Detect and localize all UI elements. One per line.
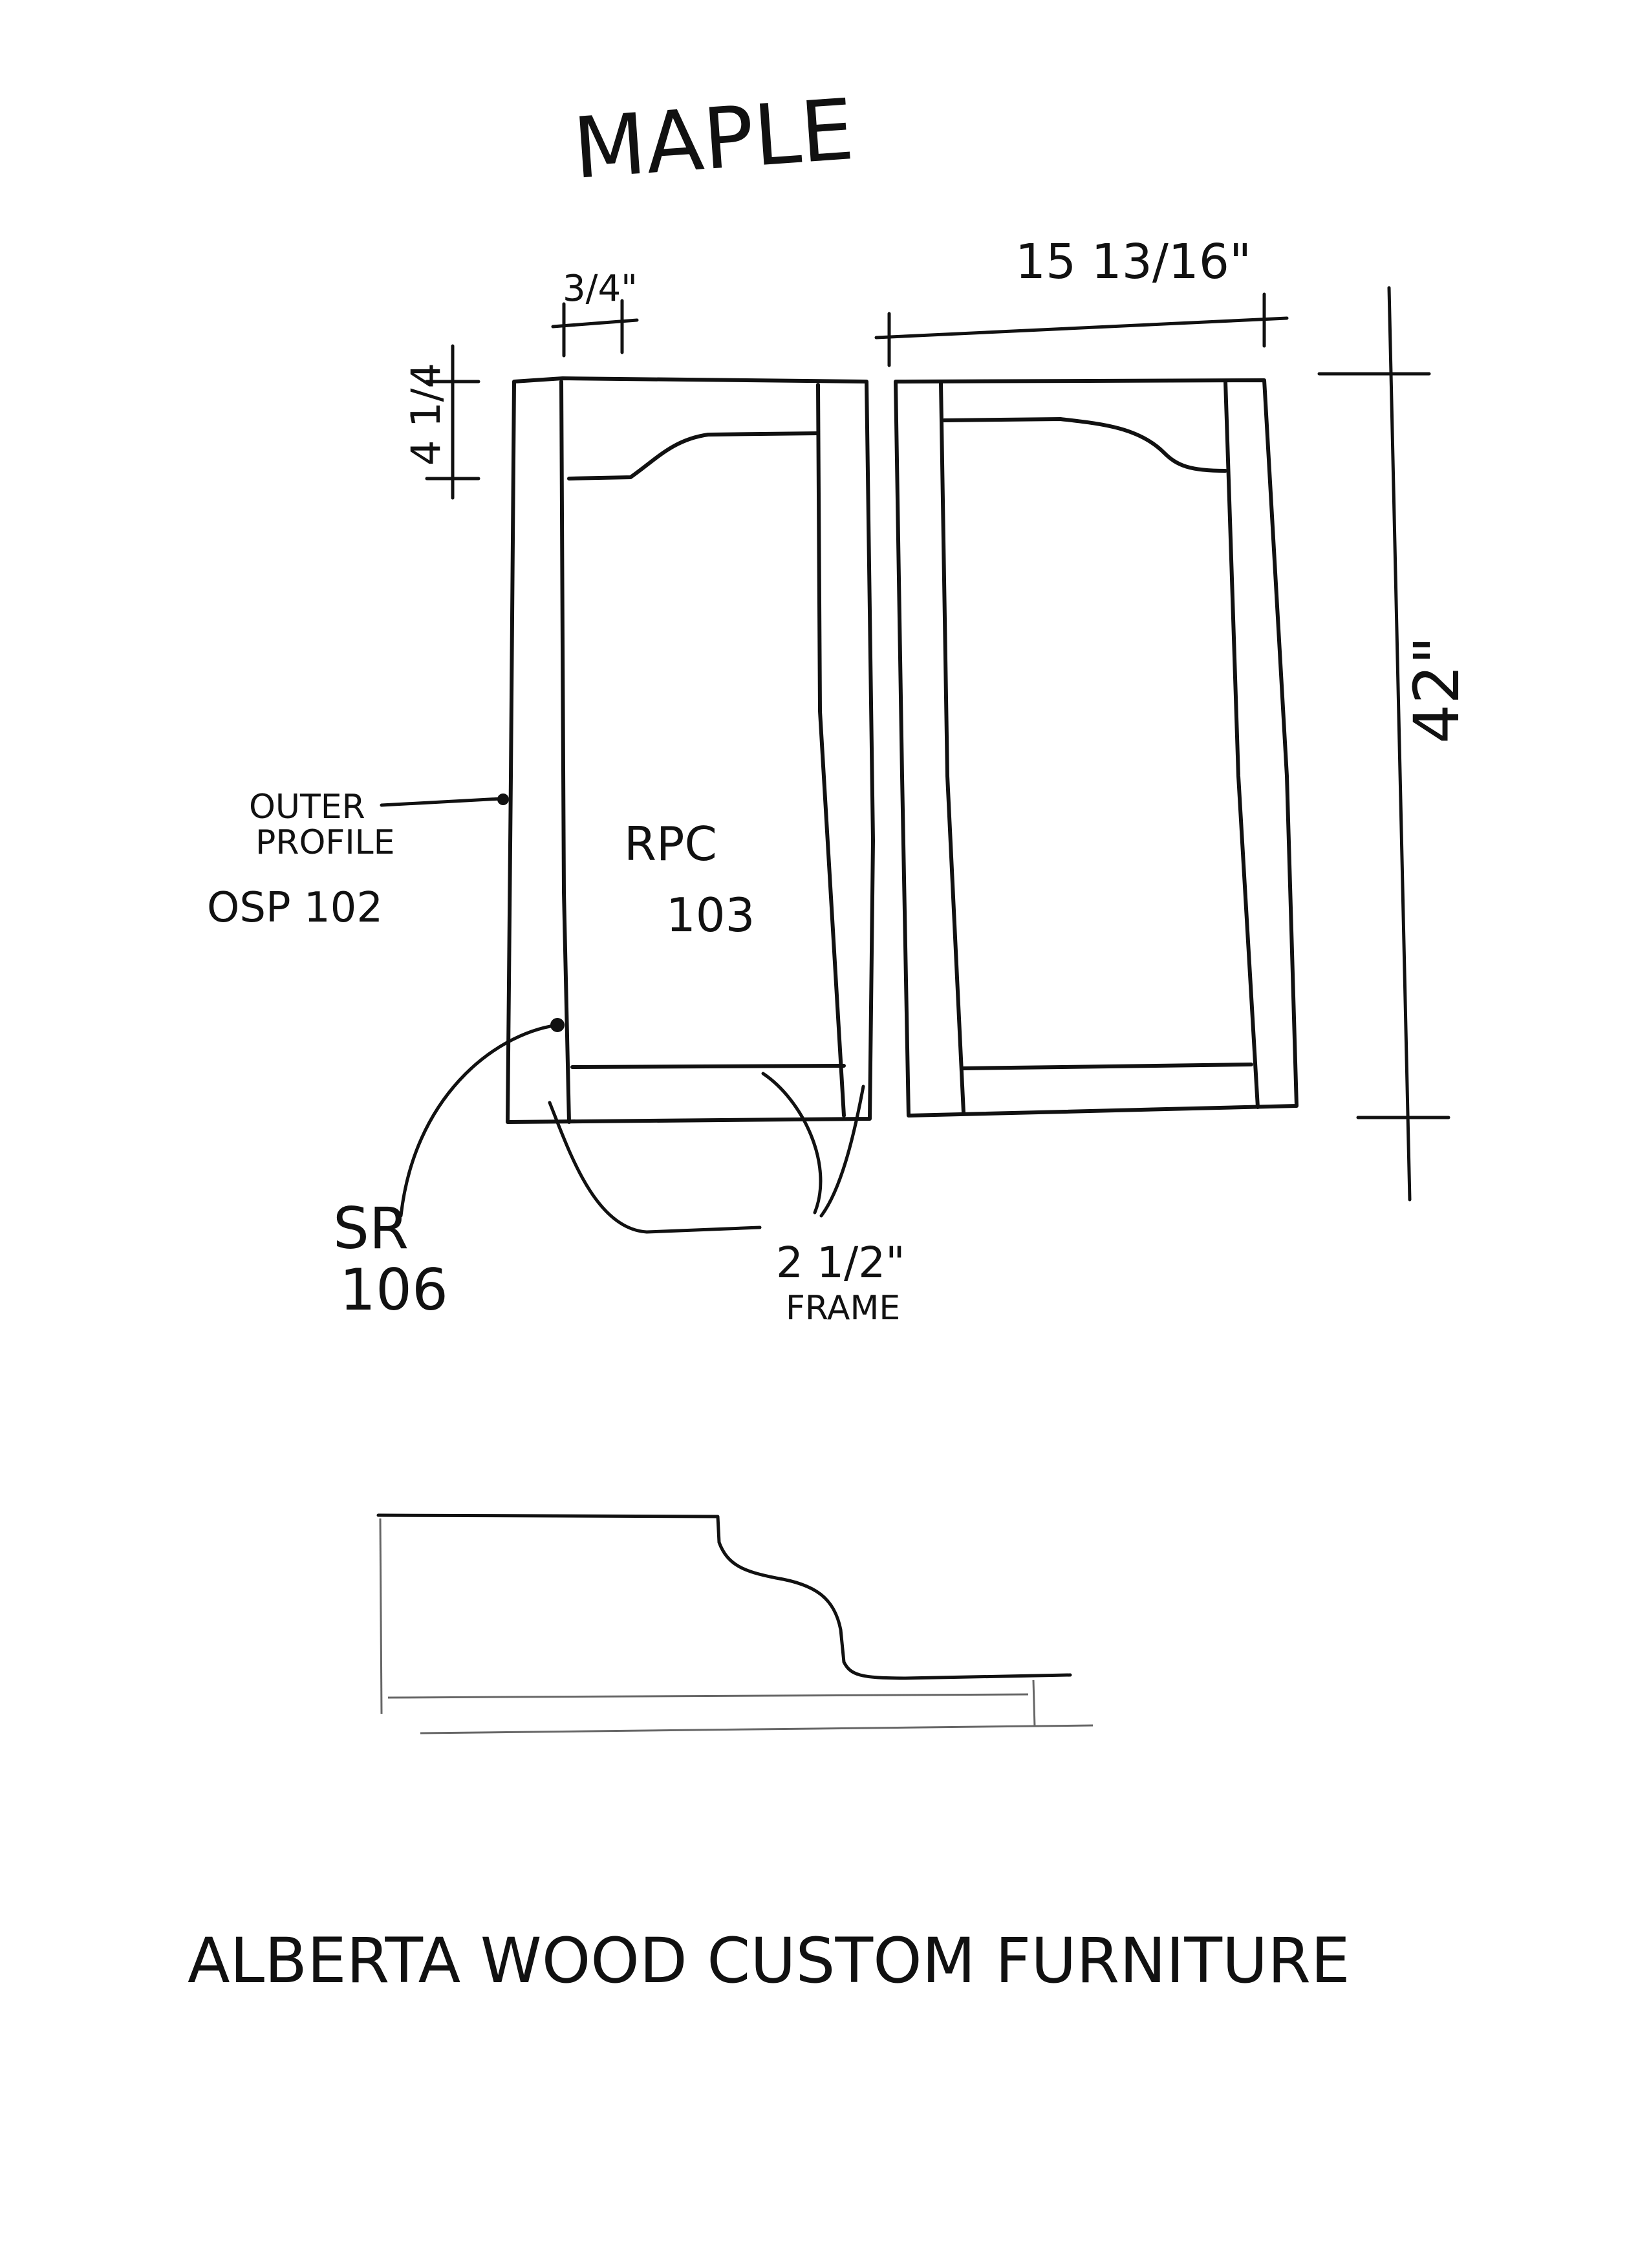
right-door-outer-frame — [894, 378, 1299, 1118]
sticking-leader — [399, 1023, 559, 1218]
profile-outline — [376, 1513, 1072, 1680]
frame-label: FRAME — [786, 1289, 900, 1328]
frame-leader-right — [819, 1085, 865, 1218]
top-rail-height-label: 4 1/4 — [402, 363, 449, 466]
left-door-arched-top-rail — [567, 431, 820, 481]
left-door — [506, 376, 875, 1124]
left-door-left-stile-line — [559, 380, 571, 1124]
frame-leader-middle — [761, 1072, 823, 1215]
right-door — [894, 378, 1299, 1118]
left-door-right-stile-line — [816, 383, 846, 1118]
door-width-label: 15 13/16" — [1015, 234, 1251, 290]
frame-leader-left — [548, 1101, 762, 1234]
panel-code-line2: 103 — [666, 888, 755, 942]
sticking-leader-dot — [550, 1018, 565, 1032]
stile-width-dimension — [551, 299, 639, 358]
top-rail-height-dimension — [425, 344, 480, 500]
material-title: MAPLE — [570, 80, 857, 198]
left-door-outer-frame — [506, 376, 875, 1124]
outer-profile-leader — [380, 797, 503, 807]
profile-bottom-line — [420, 1724, 1094, 1734]
profile-right-edge — [1032, 1679, 1036, 1727]
left-door-bottom-rail — [570, 1064, 846, 1069]
right-door-right-stile-line — [1223, 380, 1260, 1109]
sticking-code-line1: SR — [333, 1195, 409, 1262]
right-door-bottom-rail — [962, 1063, 1253, 1070]
outer-profile-leader-dot — [497, 794, 509, 805]
door-width-dimension — [874, 292, 1289, 367]
door-height-dimension — [1317, 286, 1450, 1202]
outer-profile-label-line2: PROFILE — [255, 823, 395, 862]
frame-width-label: 2 1/2" — [776, 1238, 905, 1288]
door-height-label: 42" — [1401, 636, 1473, 744]
stile-width-label: 3/4" — [563, 268, 638, 310]
sticking-code-line2: 106 — [339, 1257, 448, 1323]
profile-left-edge — [379, 1518, 383, 1714]
outer-profile-code: OSP 102 — [207, 884, 383, 932]
right-door-arched-top-rail — [942, 417, 1227, 473]
company-name: ALBERTA WOOD CUSTOM FURNITURE — [188, 1925, 1350, 1997]
panel-code-line1: RPC — [624, 817, 717, 871]
profile-base-line — [387, 1693, 1029, 1699]
outer-profile-label-line1: OUTER — [249, 788, 365, 826]
right-door-left-stile-line — [939, 381, 965, 1114]
profile-cross-section — [376, 1513, 1094, 1734]
